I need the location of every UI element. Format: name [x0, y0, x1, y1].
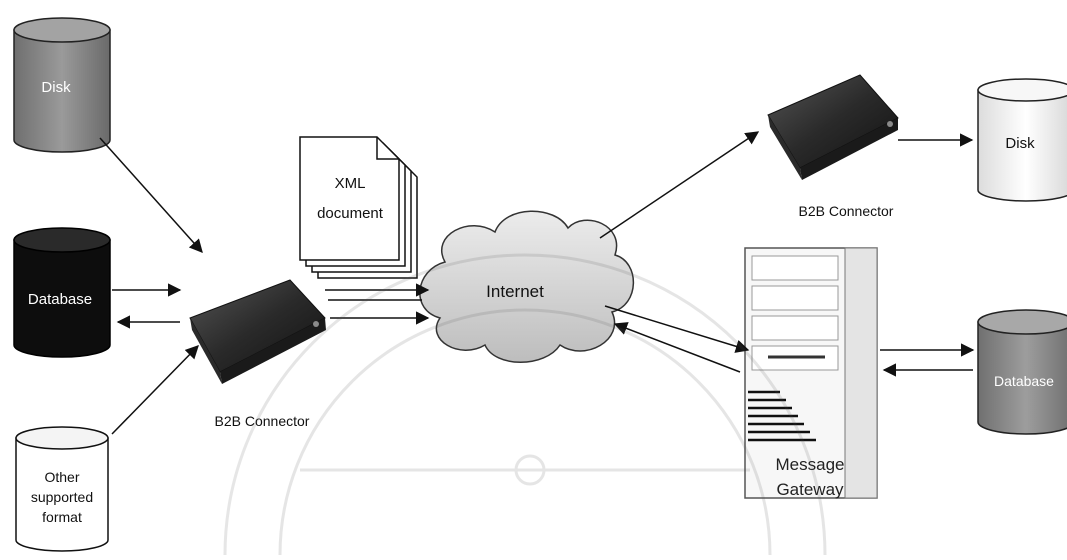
disk-source-label: Disk	[41, 79, 71, 96]
arrow-gateway-to-internet	[613, 322, 741, 373]
internet-label: Internet	[486, 282, 544, 301]
xml-document-line2: document	[317, 205, 384, 222]
database-source-cylinder: Database	[13, 227, 111, 358]
gateway-label-line1: Message	[776, 455, 845, 474]
disk-target-cylinder: Disk	[977, 78, 1067, 202]
flow-arrows	[99, 131, 975, 435]
b2b-connector-left-label: B2B Connector	[215, 413, 310, 429]
arrow-internet-to-right-connector	[599, 131, 760, 239]
database-target-cylinder: Database	[977, 309, 1067, 435]
other-format-line3: format	[42, 509, 82, 525]
b2b-connector-left-device	[189, 279, 326, 384]
xml-document-line1: XML	[335, 175, 366, 192]
other-format-line2: supported	[31, 489, 93, 505]
gateway-label-line2: Gateway	[776, 480, 844, 499]
database-source-label: Database	[28, 291, 92, 308]
watermark-seal	[223, 253, 827, 556]
message-gateway-server: Message Gateway	[744, 247, 878, 499]
arrow-other-to-connector	[111, 345, 199, 435]
b2b-connector-right-device	[767, 74, 899, 180]
other-format-line1: Other	[44, 469, 79, 485]
internet-cloud: Internet	[419, 210, 635, 363]
other-format-cylinder: Other supported format	[15, 426, 109, 552]
disk-target-label: Disk	[1005, 135, 1035, 152]
b2b-connector-right-label: B2B Connector	[799, 203, 894, 219]
disk-source-cylinder: Disk	[13, 17, 111, 153]
database-target-label: Database	[994, 373, 1054, 389]
xml-document-stack: XML document	[299, 136, 418, 279]
arrow-disk-to-connector	[99, 137, 203, 254]
arrow-internet-to-gateway	[604, 305, 750, 353]
